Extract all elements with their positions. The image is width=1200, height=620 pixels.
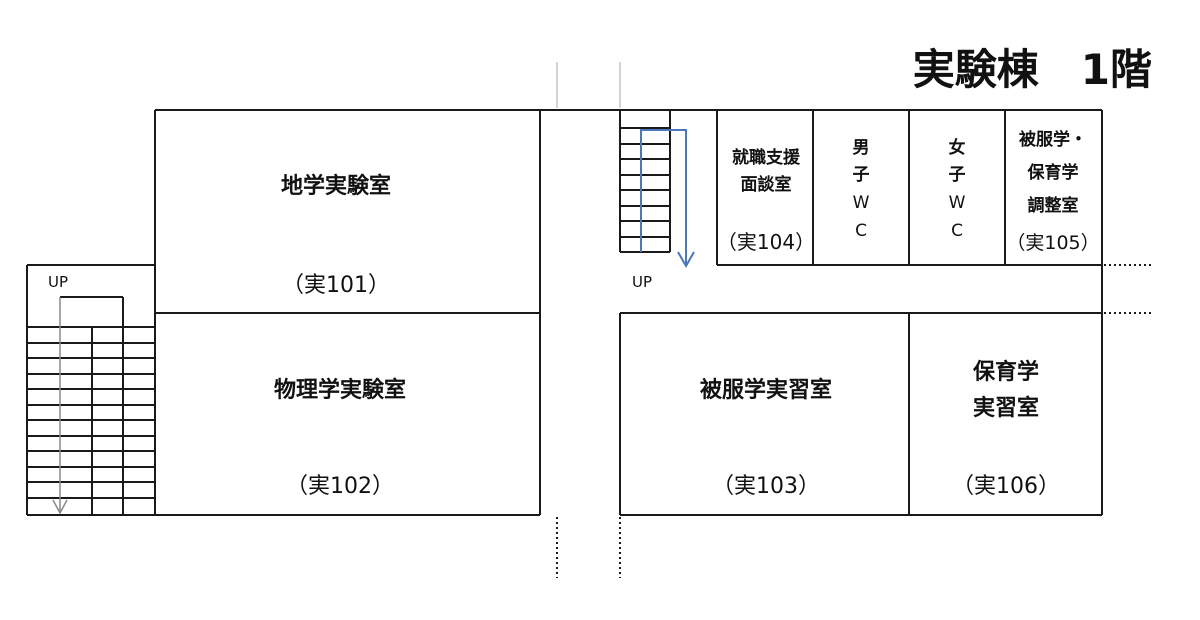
room-106-number: （実106） — [952, 474, 1060, 499]
floor-title: 実験棟 1階 — [913, 45, 1152, 94]
room-104-name-line1: 就職支援 — [732, 147, 801, 168]
wc-women-char2: 子 — [949, 165, 966, 185]
wc-men-char2: 子 — [853, 165, 870, 185]
wc-women-char4: C — [951, 221, 963, 241]
center-staircase — [620, 110, 671, 253]
wc-men-char3: W — [853, 193, 870, 213]
room-105-name-line2: 保育学 — [1027, 162, 1079, 183]
room-103-number: （実103） — [712, 474, 820, 499]
room-104-number: （実104） — [717, 230, 815, 254]
room-103-name: 被服学実習室 — [700, 377, 832, 403]
center-stair-up-label: UP — [632, 273, 652, 291]
room-105-name-line1: 被服学・ — [1019, 129, 1087, 150]
room-101-number: （実101） — [282, 273, 390, 298]
left-staircase — [27, 296, 155, 515]
dotted-continuations — [556, 264, 1152, 578]
room-102-number: （実102） — [286, 474, 394, 499]
wc-women-char1: 女 — [949, 137, 966, 158]
room-102-name: 物理学実験室 — [274, 377, 406, 403]
room-105-name-line3: 調整室 — [1028, 195, 1079, 216]
wc-men-char4: C — [855, 221, 867, 241]
wc-men-char1: 男 — [853, 138, 870, 158]
room-106-name-line2: 実習室 — [973, 395, 1039, 421]
walls — [26, 109, 1103, 516]
left-stair-up-label: UP — [48, 273, 68, 291]
center-stair-arrowhead — [677, 251, 695, 269]
left-stair-arrowhead — [52, 499, 68, 515]
room-105-number: （実105） — [1006, 232, 1099, 254]
center-stair-arrow — [640, 129, 687, 266]
room-104-name-line2: 面談室 — [741, 174, 792, 195]
room-101-name: 地学実験室 — [281, 173, 391, 199]
room-106-name-line1: 保育学 — [972, 359, 1039, 385]
wc-women-char3: W — [949, 193, 966, 213]
